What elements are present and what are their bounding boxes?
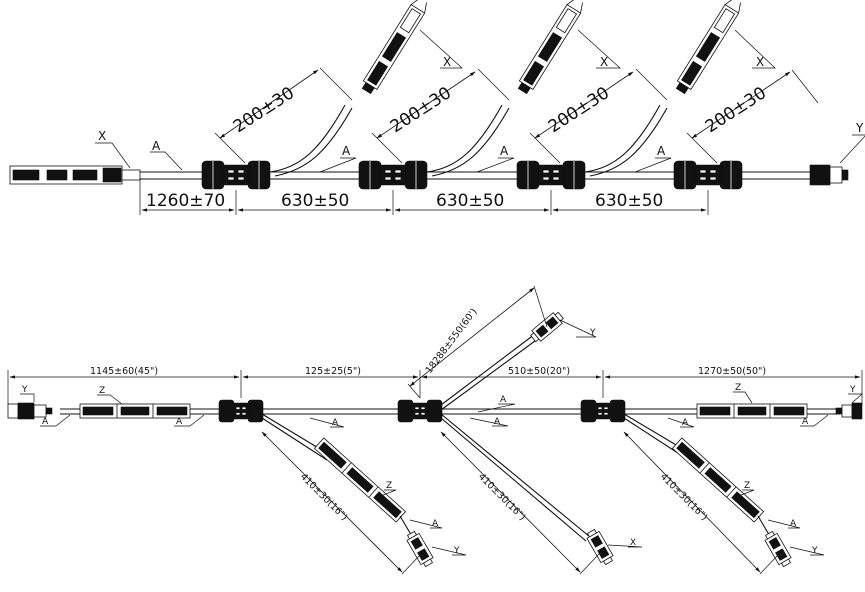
callout-a-branch-3: A [657,144,666,158]
branch-wires [269,104,668,177]
trunk-dim-1: 1260±70 [146,191,225,211]
y-branch-connector-1 [201,160,271,190]
bottom-diag1-y-connector [404,529,436,569]
bottom-dim-diag-1: 410±30(16") [298,471,350,523]
y-branch-connector-4 [673,160,743,190]
bottom-diag3-z-connector [672,437,764,523]
bottom-diag2-x-connector [584,527,616,567]
trunk-dim-3: 630±50 [436,191,504,211]
callout-a-left: A [152,139,161,153]
bottom-dim-2: 125±25(5") [305,366,361,377]
callout-x-left: X [98,129,106,143]
branch-connector-1 [359,0,431,96]
bottom-view: 1145±60(45") 125±25(5") 510±50(20") 1270… [7,285,863,575]
branch-dimension-lines [214,67,819,164]
bottom-callout-a-diag-3: A [682,418,689,428]
y-branch-connector-2 [358,160,428,190]
bottom-dim-long: 18288±550(60') [424,307,480,376]
bottom-callout-y-left: Y [21,385,28,395]
bottom-callout-z-right: Z [735,383,741,393]
callout-x-branch-3: X [756,55,764,69]
branch-length-dim-4: 200±30 [702,83,770,137]
bottom-callout-a-diag-1: A [332,418,339,428]
bottom-dim-4: 1270±50(50") [698,366,766,377]
trunk-dim-2: 630±50 [281,191,349,211]
bottom-callout-a-diag-1b: A [432,519,439,529]
y-branch-connector-3 [516,160,586,190]
bottom-callout-y-right: Y [849,385,856,395]
branch-connector-3 [673,0,745,96]
bottom-callout-a-diag-3b: A [790,519,797,529]
left-end-connector [9,165,141,185]
bottom-diag1-z-connector [314,437,406,523]
bottom-left-end-connector [7,402,53,420]
bottom-callout-a-left-1: A [42,417,49,427]
bottom-callout-leaders [20,319,863,556]
branch-connector-2 [515,0,587,96]
bottom-y-branch-1 [218,399,264,423]
trunk-dim-4: 630±50 [595,191,663,211]
callout-leaders [95,29,865,173]
callout-a-branch-2: A [500,144,509,158]
bottom-callout-a-mid-1: A [500,395,507,405]
callout-y-right: Y [855,121,864,135]
bottom-callout-a-right: A [802,417,809,427]
bottom-y-branch-3 [580,399,626,423]
bottom-callout-z-diag-1: Z [386,481,392,491]
trunk-dimension-lines [139,178,709,215]
callout-x-branch-1: X [443,55,451,69]
bottom-dimension-lines [7,285,863,575]
bottom-callout-a-left-2: A [176,417,183,427]
branch-length-dim-3: 200±30 [545,83,613,137]
branch-length-dim-2: 200±30 [387,83,455,137]
bottom-right-end-connector [835,402,863,420]
bottom-diag3-y-connector [762,529,794,569]
branch-length-dim-1: 200±30 [230,83,298,137]
bottom-callout-x-diag-2: X [630,538,636,548]
bottom-callout-y-top: Y [589,328,596,338]
bottom-y-branch-2 [397,399,443,423]
bottom-callout-z-diag-3: Z [744,481,750,491]
bottom-callout-a-mid-2: A [494,417,501,427]
bottom-dim-1: 1145±60(45") [90,366,158,377]
callout-a-branch-1: A [342,144,351,158]
bottom-left-z-connector [79,403,191,419]
bottom-callout-y-diag-3: Y [811,546,818,556]
right-end-connector [809,164,849,186]
callout-x-branch-2: X [600,55,608,69]
top-view: 200±30 200±30 200±30 200±30 1260±70 630±… [9,0,865,215]
bottom-callout-z-left: Z [99,386,105,396]
bottom-dim-3: 510±50(20") [508,366,570,377]
bottom-dim-diag-3: 410±30(16") [658,471,710,523]
bottom-callout-y-diag-1: Y [453,546,460,556]
bottom-right-z-connector [696,403,808,419]
